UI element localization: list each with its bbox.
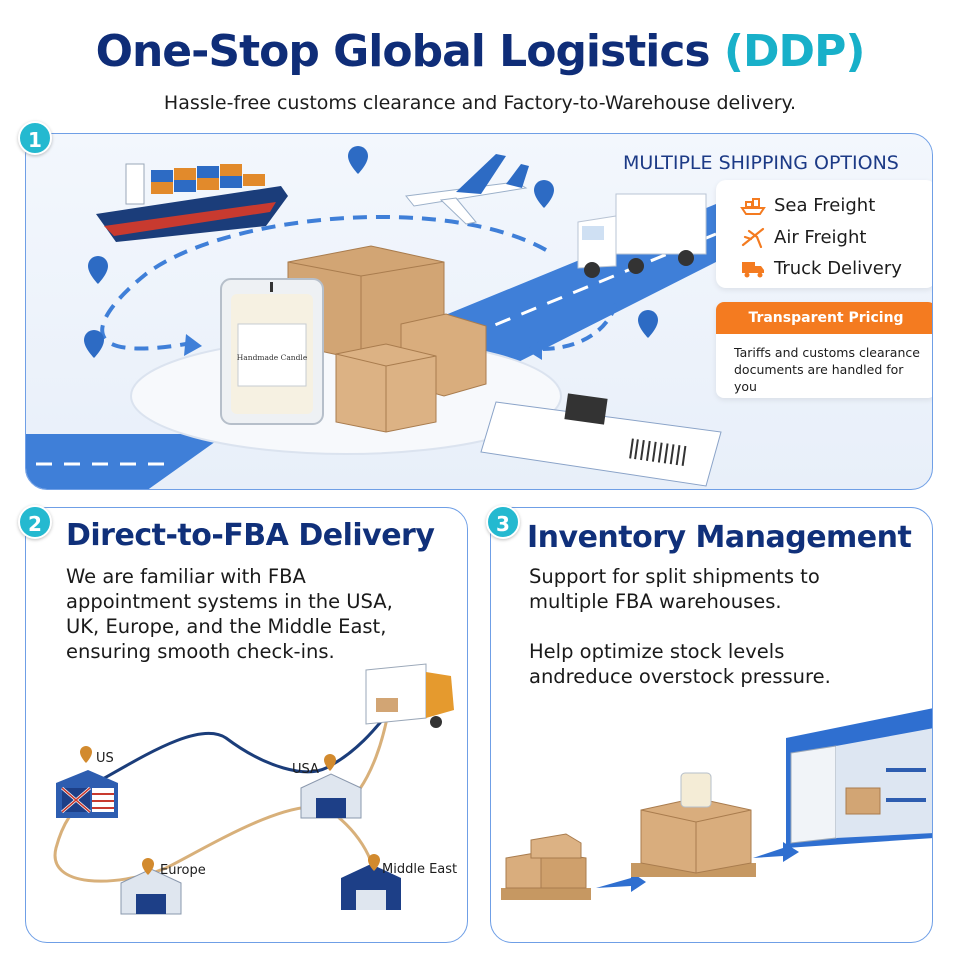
- step-badge-1: 1: [18, 121, 52, 155]
- fba-delivery-title: Direct-to-FBA Delivery: [66, 518, 435, 553]
- inventory-text: Support for split shipments to multiple …: [529, 565, 831, 688]
- shipping-options-card: Sea Freight Air Freight Truck Delivery: [716, 180, 932, 288]
- pricing-title: Transparent Pricing: [716, 302, 932, 334]
- option-label: Truck Delivery: [774, 257, 902, 279]
- location-pin-icon: [324, 754, 336, 771]
- flow-arrow: [753, 842, 799, 862]
- candle-label: Handmade Candle: [237, 353, 308, 362]
- candle-jar: [220, 278, 324, 425]
- title-accent: (DDP): [723, 26, 866, 77]
- shipping-options-panel: Handmade Candle MULTIPLE SHIPPING OPTION…: [25, 133, 933, 490]
- warehouse-flow-illustration: [501, 708, 932, 900]
- pallet-box-center: [631, 772, 756, 877]
- page-subtitle: Hassle-free customs clearance and Factor…: [163, 92, 797, 114]
- step-badge-2: 2: [18, 505, 52, 539]
- location-label-us: US: [96, 751, 114, 766]
- map-pins: [84, 146, 658, 358]
- logistics-scene-illustration: Handmade Candle: [26, 146, 722, 489]
- location-pin-icon: [142, 858, 154, 875]
- location-pin-icon: [368, 854, 380, 871]
- fba-route-map: [53, 663, 454, 915]
- truck-icon: [742, 262, 764, 278]
- option-label: Sea Freight: [774, 194, 876, 216]
- container-warehouse: [786, 708, 932, 848]
- option-truck-delivery: Truck Delivery: [740, 255, 902, 281]
- us-warehouse: [56, 770, 118, 818]
- ship-icon: [740, 198, 766, 215]
- option-label: Air Freight: [774, 226, 867, 248]
- pallet-boxes-left: [501, 833, 591, 900]
- loading-truck: [365, 663, 454, 728]
- cardboard-boxes: [287, 245, 487, 433]
- step-badge-3: 3: [486, 505, 520, 539]
- airplane: [405, 154, 529, 225]
- location-label-usa: USA: [292, 762, 319, 777]
- location-label-europe: Europe: [160, 863, 206, 878]
- inventory-panel: Inventory Management Support for split s…: [490, 507, 933, 943]
- middle-east-warehouse: [341, 864, 401, 910]
- pricing-text: Tariffs and customs clearance documents …: [734, 345, 920, 394]
- page-title: One-Stop Global Logistics (DDP): [0, 26, 960, 77]
- fba-delivery-text: We are familiar with FBA appointment sys…: [66, 565, 393, 663]
- plane-icon: [741, 227, 765, 248]
- option-sea-freight: Sea Freight: [740, 192, 875, 218]
- usa-warehouse: [300, 773, 362, 819]
- cargo-ship: [96, 163, 288, 242]
- shipping-label: [480, 393, 722, 487]
- option-air-freight: Air Freight: [740, 224, 866, 250]
- inventory-title: Inventory Management: [527, 520, 912, 555]
- shipping-options-title: MULTIPLE SHIPPING OPTIONS: [623, 152, 899, 174]
- pricing-card: Transparent Pricing Tariffs and customs …: [716, 302, 932, 398]
- title-main: One-Stop Global Logistics: [95, 26, 724, 77]
- fba-delivery-panel: Direct-to-FBA Delivery We are familiar w…: [25, 507, 468, 943]
- europe-warehouse: [120, 868, 182, 915]
- location-label-middle-east: Middle East: [382, 862, 458, 877]
- location-pin-icon: [80, 746, 92, 763]
- delivery-truck: [577, 193, 707, 278]
